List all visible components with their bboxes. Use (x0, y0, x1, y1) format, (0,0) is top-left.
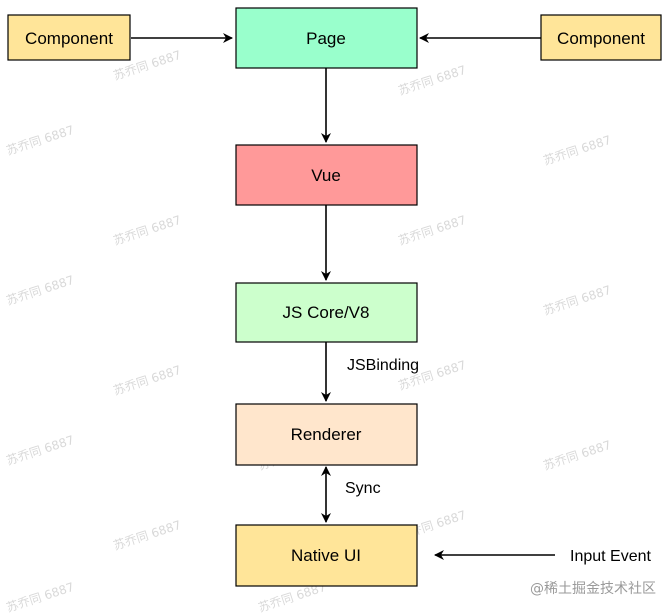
watermark: 苏乔同 6887 (5, 273, 76, 308)
watermark: 苏乔同 6887 (112, 518, 183, 553)
watermark: 苏乔同 6887 (542, 438, 613, 473)
node-jscore: JS Core/V8 (235, 282, 418, 343)
node-vue: Vue (235, 144, 418, 206)
input-event-label: Input Event (570, 548, 652, 565)
node-box (235, 524, 418, 587)
node-label: Renderer (291, 425, 362, 444)
node-native-ui: Native UI (235, 524, 418, 587)
edge-label-jsbinding: JSBinding (347, 357, 419, 374)
node-label: JS Core/V8 (283, 303, 370, 322)
node-box (235, 282, 418, 343)
node-box (235, 7, 418, 69)
watermark: 苏乔同 6887 (5, 123, 76, 158)
watermark: 苏乔同 6887 (112, 213, 183, 248)
node-component-right: Component (540, 14, 662, 61)
edges (131, 33, 555, 560)
watermark: 苏乔同 6887 (5, 580, 76, 613)
watermark: 苏乔同 6887 (542, 283, 613, 318)
node-box (235, 144, 418, 206)
node-label: Vue (311, 166, 341, 185)
node-label: Component (25, 29, 113, 48)
node-label: Page (306, 29, 346, 48)
node-renderer: Renderer (235, 403, 418, 466)
watermark: 苏乔同 6887 (542, 133, 613, 168)
credit-watermark: @稀土掘金技术社区 (530, 581, 656, 597)
node-box (7, 14, 131, 61)
node-page: Page (235, 7, 418, 69)
watermark: 苏乔同 6887 (5, 433, 76, 468)
watermark: 苏乔同 6887 (112, 363, 183, 398)
node-label: Native UI (291, 546, 361, 565)
edge-label-sync: Sync (345, 480, 381, 497)
node-label: Component (557, 29, 645, 48)
node-box (235, 403, 418, 466)
node-component-left: Component (7, 14, 131, 61)
watermark: 苏乔同 6887 (397, 213, 468, 248)
node-box (540, 14, 662, 61)
